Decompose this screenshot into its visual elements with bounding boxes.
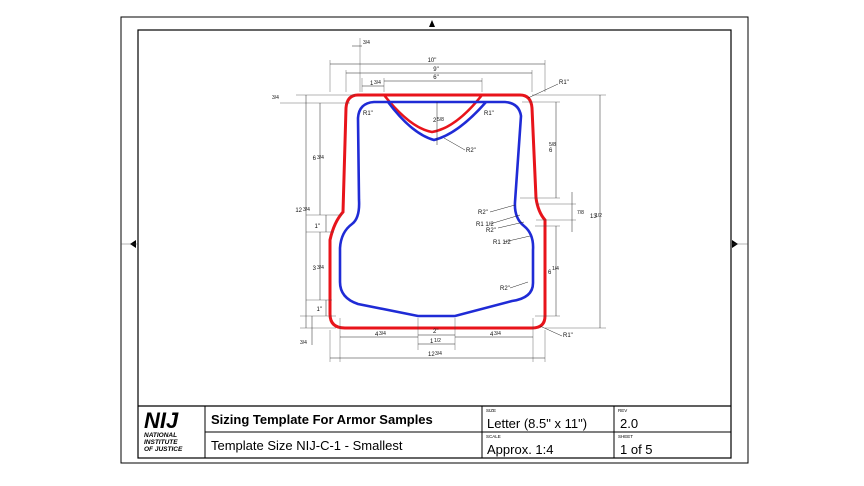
dim-top-10: 10" (428, 58, 437, 64)
outer-outline-red (328, 93, 547, 330)
left-dimensions: 3/4 12 3/4 6 3/4 1" 3 3/4 1" 3/4 (272, 94, 355, 346)
dim-bot-4-3-4-right-frac: 3/4 (494, 331, 501, 337)
dim-bot-12-3-4-frac: 3/4 (435, 351, 442, 357)
nij-org-line1: NATIONAL (144, 432, 177, 439)
neck-curve-blue (386, 101, 487, 142)
dim-right-6-1-4-frac: 1/4 (552, 266, 559, 272)
dim-top-9: 9" (433, 67, 438, 73)
top-dimensions: 10" 9" 6" 1 3/4 3/4 (329, 38, 546, 92)
r2-neck: R2" (466, 148, 476, 154)
scale-label: SCALE (486, 434, 501, 439)
r2-a: R2" (478, 210, 488, 216)
dim-top-1-3-4-whole: 1 (370, 81, 374, 87)
right-dimensions: 13 1/2 6 5/8 7/8 6 1/4 (520, 94, 606, 329)
r1-1-2-a: R1 1/2 (476, 222, 494, 228)
dim-bot-4-3-4-left-frac: 3/4 (379, 331, 386, 337)
dim-bottom-3-4: 3/4 (300, 340, 307, 346)
dim-bot-12-3-4-whole: 12 (428, 352, 435, 358)
dim-bot-4-3-4-left-whole: 4 (375, 332, 379, 338)
center-mark-top (429, 20, 435, 27)
r1-top-right: R1" (559, 80, 569, 86)
r2-b: R2" (486, 228, 496, 234)
dim-neck-depth-whole: 2 (433, 118, 437, 124)
dim-top-1-3-4-frac: 3/4 (374, 80, 381, 86)
dim-right-6-5-8-frac: 5/8 (549, 142, 556, 148)
outer-border (120, 16, 749, 464)
drawing-title: Sizing Template For Armor Samples (211, 412, 433, 427)
dim-neck-depth-frac: 5/8 (437, 117, 444, 123)
dim-right-7-8: 7/8 (577, 210, 584, 216)
title-block: NIJ NATIONAL INSTITUTE OF JUSTICE Sizing… (138, 405, 731, 458)
nij-logo: NIJ (144, 408, 179, 433)
dim-left-12-3-4-frac: 3/4 (303, 207, 310, 213)
nij-org-line2: INSTITUTE (144, 439, 178, 446)
dim-right-6-5-8-whole: 6 (549, 148, 553, 154)
r1-left-inner: R1" (363, 111, 373, 117)
dim-left-1b: 1" (317, 307, 322, 313)
dim-left-6-3-4-whole: 6 (313, 156, 317, 162)
r1-bottom-right: R1" (563, 333, 573, 339)
r2-c: R2" (500, 286, 510, 292)
rev-value: 2.0 (620, 416, 638, 431)
dim-left-12-3-4-whole: 12 (295, 208, 302, 214)
dim-left-6-3-4-frac: 3/4 (317, 155, 324, 161)
scale-value: Approx. 1:4 (487, 442, 554, 457)
drawing-subtitle: Template Size NIJ-C-1 - Smallest (211, 438, 403, 453)
dim-right-6-1-4-whole: 6 (548, 270, 552, 276)
bottom-dimensions: 4 3/4 2" 1 1/2 4 3/4 12 3/4 (329, 318, 546, 362)
r1-1-2-b: R1 1/2 (493, 240, 511, 246)
dim-bot-1-1-2-whole: 1 (430, 339, 434, 345)
inner-outline-blue (338, 100, 535, 318)
sheet-value: 1 of 5 (620, 442, 653, 457)
dim-neck-3-4: 3/4 (363, 40, 370, 46)
dim-right-13-1-2-whole: 13 (590, 214, 597, 220)
dim-top-6: 6" (433, 75, 438, 81)
dim-shoulder-3-4: 3/4 (272, 95, 279, 101)
neck-depth-dimension: 2 5/8 (433, 102, 444, 145)
r1-right-inner: R1" (484, 111, 494, 117)
size-value: Letter (8.5" x 11") (487, 416, 587, 431)
sheet-label: SHEET (618, 434, 633, 439)
dim-left-1a: 1" (315, 224, 320, 230)
dim-bot-1-1-2-frac: 1/2 (434, 338, 441, 344)
nij-org-line3: OF JUSTICE (144, 446, 183, 453)
dim-left-3-3-4-whole: 3 (313, 266, 317, 272)
dim-bot-4-3-4-right-whole: 4 (490, 332, 494, 338)
rev-label: REV (618, 408, 627, 413)
dim-right-13-1-2-frac: 1/2 (595, 213, 602, 219)
dim-left-3-3-4-frac: 3/4 (317, 265, 324, 271)
size-label: SIZE (486, 408, 496, 413)
dim-bot-2: 2" (433, 329, 438, 335)
radius-callouts: R1" R1" R1" R2" R2" R1 1/2 R2" R1 1/2 R2… (363, 80, 573, 339)
neck-curve-red (382, 94, 484, 134)
